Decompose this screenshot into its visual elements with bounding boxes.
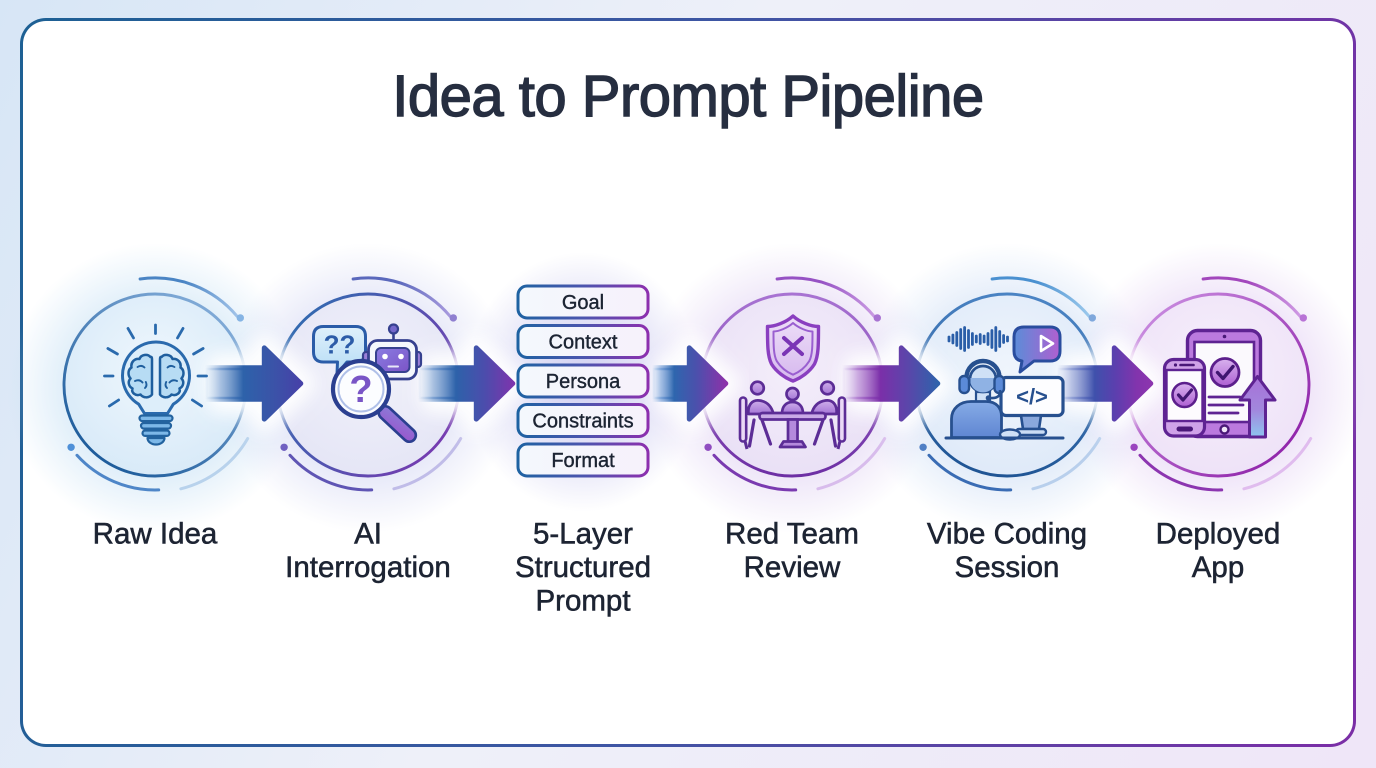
svg-text:Prompt: Prompt <box>535 585 630 618</box>
svg-text:Interrogation: Interrogation <box>285 551 451 584</box>
svg-text:Structured: Structured <box>515 551 651 584</box>
svg-text:Review: Review <box>744 551 841 584</box>
svg-text:Context: Context <box>549 332 618 354</box>
svg-text:Deployed: Deployed <box>1156 518 1281 551</box>
svg-text:5-Layer: 5-Layer <box>533 518 633 551</box>
svg-text:AI: AI <box>354 518 382 551</box>
svg-text:Red Team: Red Team <box>725 518 859 551</box>
svg-text:Goal: Goal <box>562 292 604 314</box>
svg-text:</>: </> <box>1016 384 1048 409</box>
svg-text:??: ?? <box>324 330 356 360</box>
svg-text:Session: Session <box>955 551 1060 584</box>
svg-text:Idea to Prompt Pipeline: Idea to Prompt Pipeline <box>392 64 983 129</box>
svg-text:Raw Idea: Raw Idea <box>93 518 218 551</box>
svg-text:Format: Format <box>551 450 615 472</box>
svg-text:Persona: Persona <box>546 371 621 393</box>
svg-text:Constraints: Constraints <box>532 411 633 433</box>
svg-text:Vibe Coding: Vibe Coding <box>927 518 1087 551</box>
svg-text:App: App <box>1192 551 1245 584</box>
svg-text:?: ? <box>349 369 372 411</box>
